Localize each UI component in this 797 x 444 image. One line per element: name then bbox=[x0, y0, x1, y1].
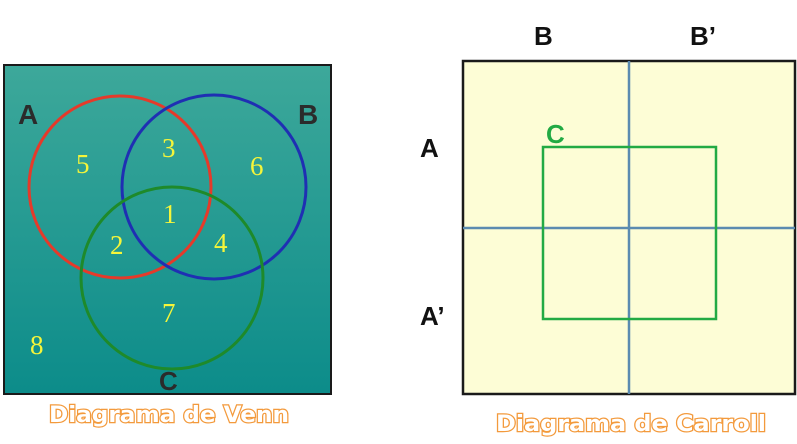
carroll-caption: Diagrama de Carroll bbox=[496, 412, 766, 437]
venn-diagram: A B C 5 3 6 1 2 4 7 8 Diagrama de Venn bbox=[3, 64, 332, 429]
carroll-diagram: C B B’ A A’ Diagrama de Carroll bbox=[420, 21, 797, 438]
venn-region-number: 8 bbox=[30, 330, 44, 360]
venn-region-number: 6 bbox=[250, 151, 264, 181]
carroll-column-b: B bbox=[534, 21, 553, 51]
venn-circle-c bbox=[79, 185, 265, 371]
venn-region-number: 4 bbox=[214, 228, 228, 258]
carroll-set-c bbox=[541, 145, 718, 321]
venn-label-a: A bbox=[18, 99, 38, 130]
carroll-row-a: A bbox=[420, 133, 439, 163]
venn-label-b: B bbox=[298, 99, 318, 130]
venn-region-number: 3 bbox=[162, 133, 176, 163]
carroll-label-c: C bbox=[546, 119, 565, 149]
venn-circle-b bbox=[120, 93, 308, 281]
venn-caption: Diagrama de Venn bbox=[49, 403, 289, 428]
venn-region-number: 2 bbox=[110, 230, 124, 260]
venn-circle-a bbox=[27, 94, 213, 280]
venn-label-c: C bbox=[159, 366, 178, 396]
venn-universe bbox=[3, 64, 332, 395]
carroll-row-a-prime: A’ bbox=[420, 301, 445, 331]
carroll-column-b-prime: B’ bbox=[690, 21, 716, 51]
venn-region-number: 1 bbox=[163, 199, 177, 229]
venn-region-number: 5 bbox=[76, 149, 90, 179]
venn-region-number: 7 bbox=[162, 298, 176, 328]
